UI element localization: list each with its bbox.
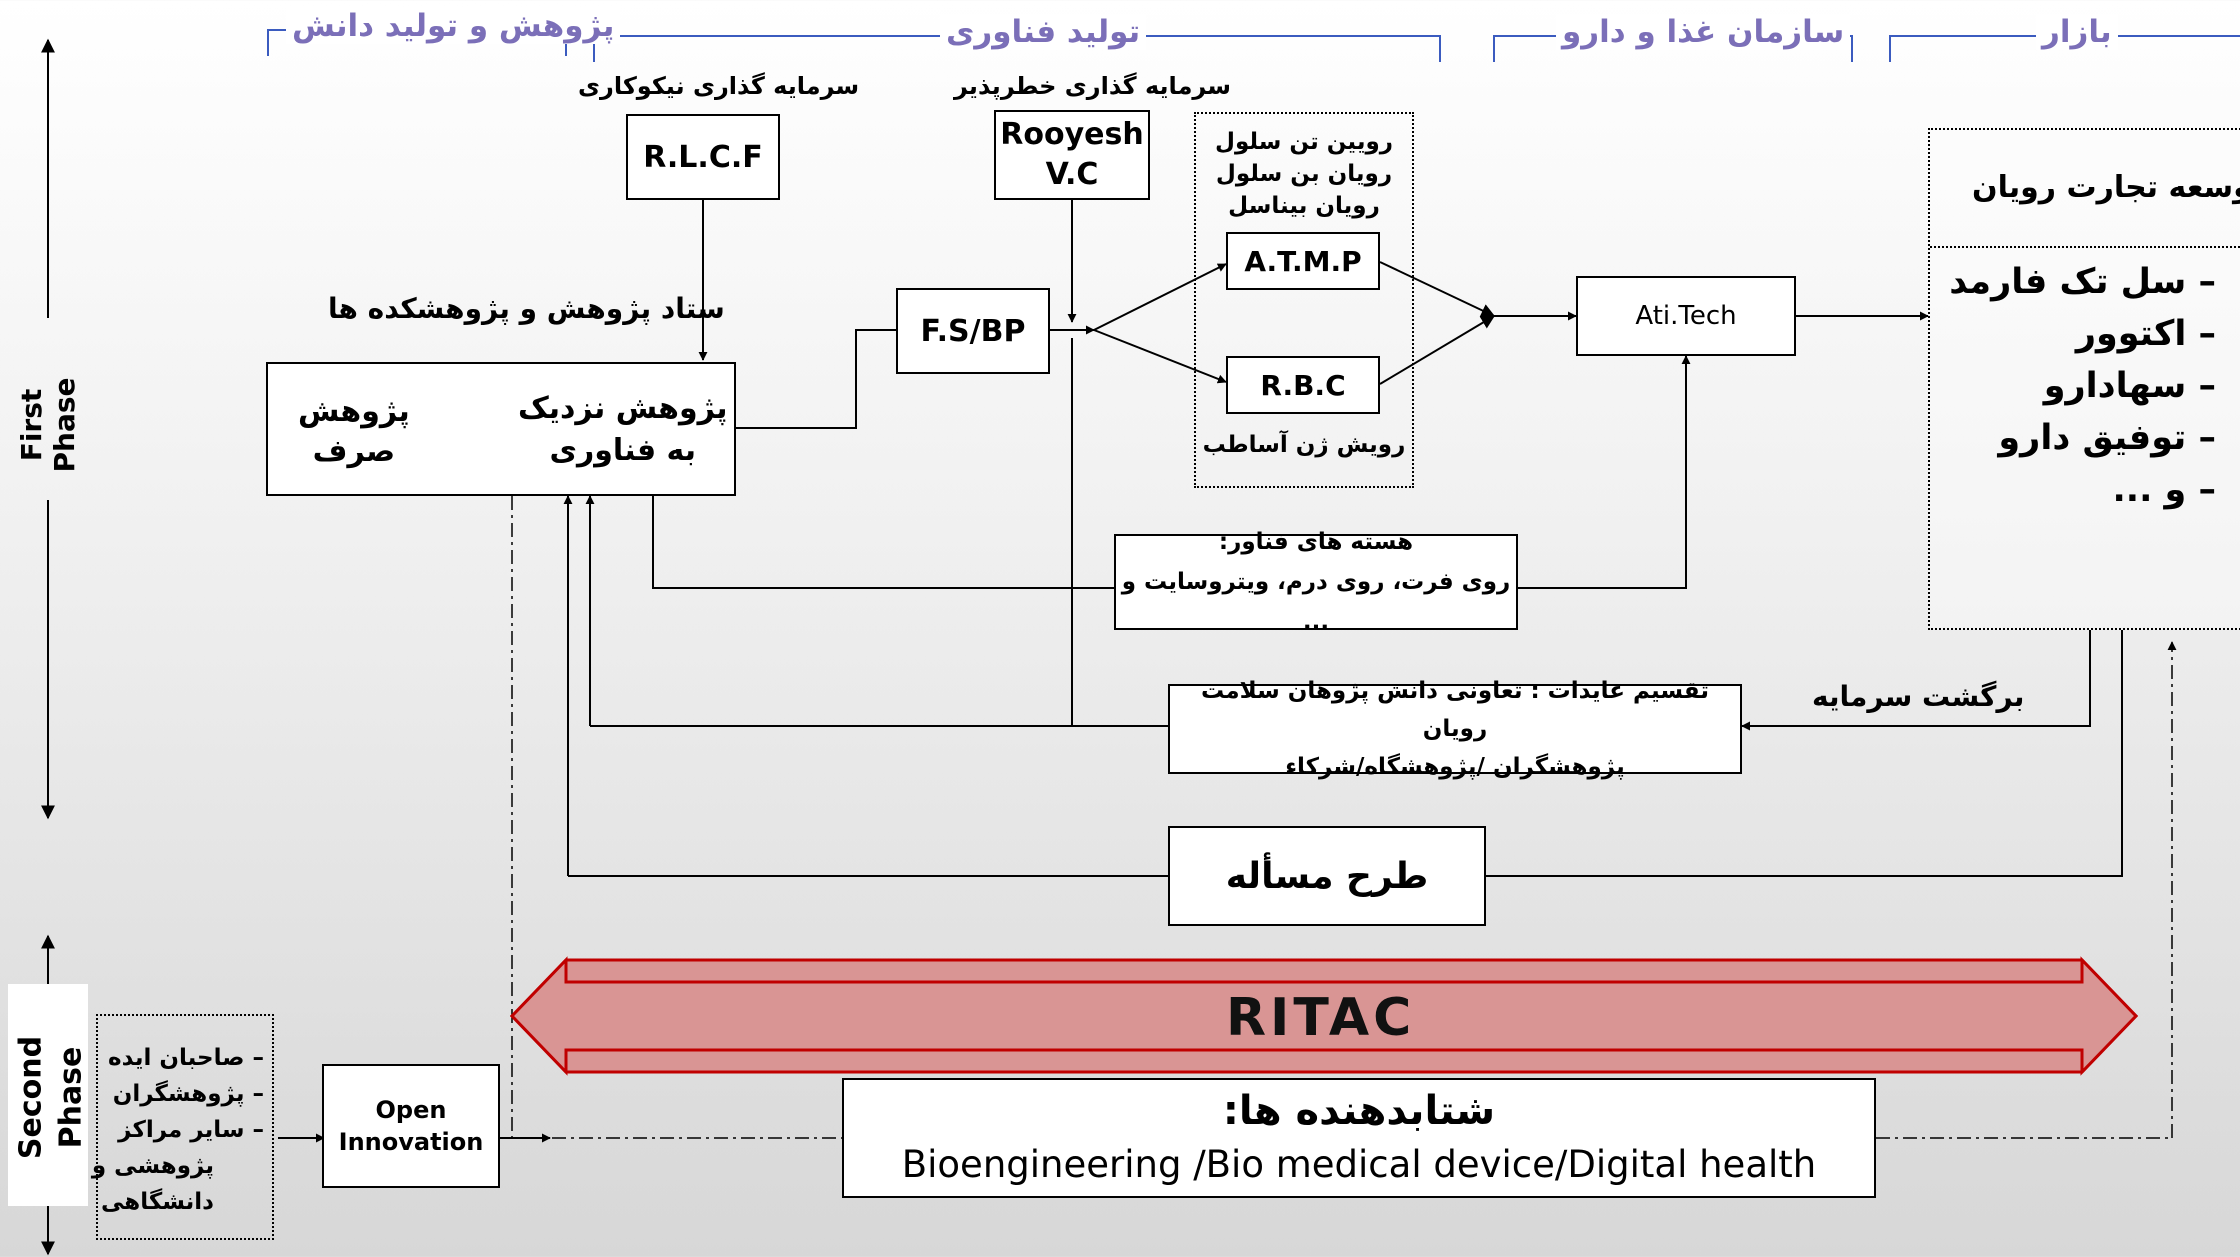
- market-items: – سل تک فارمد – اکتوور – سهادارو – توفیق…: [1949, 256, 2216, 516]
- idea-sources-box: [96, 1014, 274, 1240]
- accelerators-box: شتابدهنده ها: Bioengineering /Bio medica…: [842, 1078, 1876, 1198]
- rlcf-caption: سرمایه گذاری نیکوکاری: [578, 72, 860, 100]
- ritac-logo: RITAC: [1226, 988, 1416, 1048]
- market-item: – توفیق دارو: [1998, 418, 2216, 458]
- open-innovation-label-1: Open: [375, 1096, 447, 1124]
- rbc-label: R.B.C: [1260, 368, 1346, 402]
- second-phase-label-1: Second: [13, 1035, 49, 1160]
- idea-source-item: – پژوهشگران: [112, 1081, 264, 1107]
- line-tech-cores: [652, 494, 1114, 589]
- idea-source-item: – سایر مراکز: [118, 1117, 264, 1143]
- rlcf-box: R.L.C.F: [626, 114, 780, 200]
- idea-sources-list: – صاحبان ایده – پژوهشگران – سایر مراکز پ…: [91, 1040, 264, 1220]
- rooyesh-label-1: Rooyesh: [1000, 117, 1144, 152]
- pure-research: پژوهش صرف: [298, 394, 410, 469]
- rooyesh-caption: سرمایه گذاری خطرپذیر: [954, 72, 1231, 100]
- accelerators-title: شتابدهنده ها:: [1222, 1088, 1496, 1134]
- revenue-share-box: تقسیم عایدات : تعاونی دانش پژوهان سلامت …: [1168, 678, 1742, 780]
- section-market: بازار: [2036, 14, 2118, 50]
- atmp-rbc-group: [1194, 112, 1414, 488]
- section-fda: سازمان غذا و دارو: [1556, 14, 1851, 50]
- tech-cores-box: هسته های فناور: روی فرت، روی درم، ویتروس…: [1114, 529, 1518, 635]
- market-divider: [1930, 246, 2240, 248]
- section-technology: تولید فناوری: [940, 14, 1147, 50]
- research-box: پژوهش صرف پژوهش نزدیک به فناوری: [266, 362, 736, 496]
- problem-box: طرح مسأله: [1168, 826, 1486, 926]
- atitech-label: Ati.Tech: [1635, 301, 1737, 331]
- capital-return-label: برگشت سرمایه: [1812, 680, 2025, 713]
- line-atmp-merge: [1379, 261, 1496, 317]
- arrow-cores-to-atitech: [1518, 355, 1691, 589]
- market-item: – و ...: [2112, 470, 2216, 510]
- tech-cores-title: هسته های فناور:: [1218, 529, 1414, 555]
- problem-label: طرح مسأله: [1225, 855, 1429, 897]
- open-innovation-box: Open Innovation: [322, 1064, 500, 1188]
- second-phase-bg: [8, 984, 88, 1206]
- idea-source-item: دانشگاهی: [101, 1189, 214, 1215]
- fsbp-box: F.S/BP: [896, 288, 1050, 374]
- section-research: پژوهش و تولید دانش: [286, 8, 621, 44]
- arrow-capital-return: [1741, 630, 2091, 731]
- atmp-box: A.T.M.P: [1226, 232, 1380, 290]
- rooyesh-box: Rooyesh V.C: [994, 110, 1150, 200]
- applied-research: پژوهش نزدیک به فناوری: [518, 391, 728, 468]
- idea-source-item: پژوهشی و: [91, 1153, 214, 1179]
- rooyesh-label-2: V.C: [1045, 157, 1099, 192]
- atmp-label: A.T.M.P: [1244, 244, 1362, 278]
- first-phase-label: First Phase: [15, 377, 81, 473]
- rbc-caption: رویش ژن آساطب: [1202, 432, 1406, 458]
- atmp-group-text: رویین تن سلول رویان بن سلول رویان بیناسل: [1215, 129, 1393, 219]
- market-item: – سل تک فارمد: [1949, 262, 2216, 302]
- market-box: [1928, 128, 2240, 630]
- arrow-to-atmp: [1093, 263, 1227, 331]
- open-innovation-label-2: Innovation: [338, 1128, 484, 1156]
- second-phase-label-2: Phase: [53, 1046, 89, 1149]
- arrow-to-rbc: [1093, 329, 1227, 384]
- line-rbc-merge: [1379, 315, 1496, 385]
- rlcf-label: R.L.C.F: [643, 139, 763, 175]
- market-header: توسعه تجارت رویان: [1972, 170, 2240, 205]
- idea-source-item: – صاحبان ایده: [108, 1045, 264, 1071]
- atitech-box: Ati.Tech: [1576, 276, 1796, 356]
- line-market-to-problem: [1486, 630, 2123, 877]
- line-research-to-fsbp: [736, 329, 896, 429]
- tech-cores-list: روی فرت، روی درم، ویتروسایت و ...: [1121, 569, 1511, 635]
- market-item: – اکتوور: [2075, 314, 2216, 354]
- accelerators-fields: Bioengineering /Bio medical device/Digit…: [901, 1143, 1817, 1186]
- rbc-box: R.B.C: [1226, 356, 1380, 414]
- revenue-share-line2: پژوهشگران /پژوهشگاه/شرکاء: [1285, 754, 1625, 780]
- market-item: – سهادارو: [2043, 366, 2216, 406]
- revenue-share-line1: تقسیم عایدات : تعاونی دانش پژوهان سلامت …: [1201, 678, 1709, 742]
- research-hq-label: ستاد پژوهش و پژوهشکده ها: [328, 292, 725, 325]
- fsbp-label: F.S/BP: [920, 313, 1026, 349]
